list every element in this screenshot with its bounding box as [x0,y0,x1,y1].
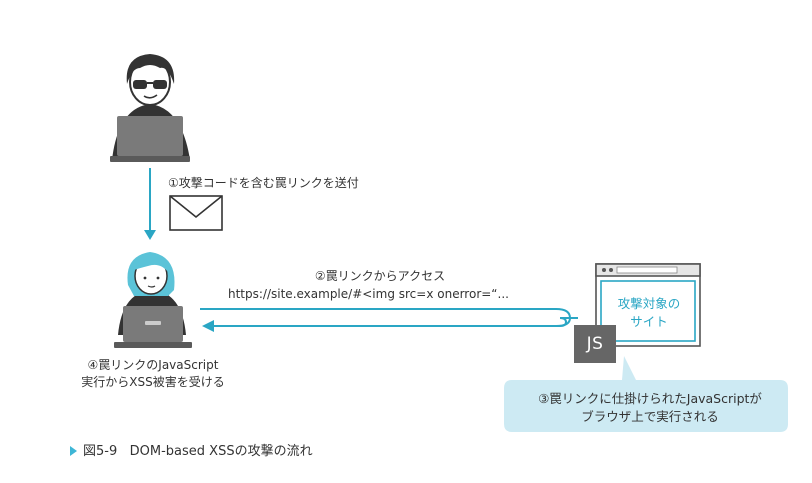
step2-label: ②罠リンクからアクセス [314,269,446,283]
js-badge: JS [574,325,616,363]
caption-triangle-icon [70,446,77,456]
victim-icon [114,252,192,348]
callout-bubble [504,356,788,432]
target-site-label: 攻撃対象の サイト [600,295,698,331]
send-link-arrow [144,168,156,240]
site-label-line2: サイト [630,314,668,329]
step2-url: https://site.example/#<img src=x onerror… [228,287,509,301]
figure-title: DOM-based XSSの攻撃の流れ [129,444,313,459]
step4-line1: ④罠リンクのJavaScript [87,358,219,372]
envelope-icon [169,195,223,231]
step4-line2: 実行からXSS被害を受ける [81,375,225,389]
step3-label: ③罠リンクに仕掛けられたJavaScriptが ブラウザ上で実行される [512,390,788,426]
attacker-icon [110,54,190,162]
access-line-top [200,308,572,327]
step3-line1: ③罠リンクに仕掛けられたJavaScriptが [538,391,762,406]
step3-line2: ブラウザ上で実行される [581,409,719,424]
access-arrow [202,317,578,332]
site-label-line1: 攻撃対象の [617,296,681,311]
figure-number: 図5-9 [83,444,118,459]
figure-caption: 図5-9 DOM-based XSSの攻撃の流れ [70,443,313,461]
step1-label: ①攻撃コードを含む罠リンクを送付 [168,176,359,190]
step4-label: ④罠リンクのJavaScript 実行からXSS被害を受ける [64,357,242,391]
